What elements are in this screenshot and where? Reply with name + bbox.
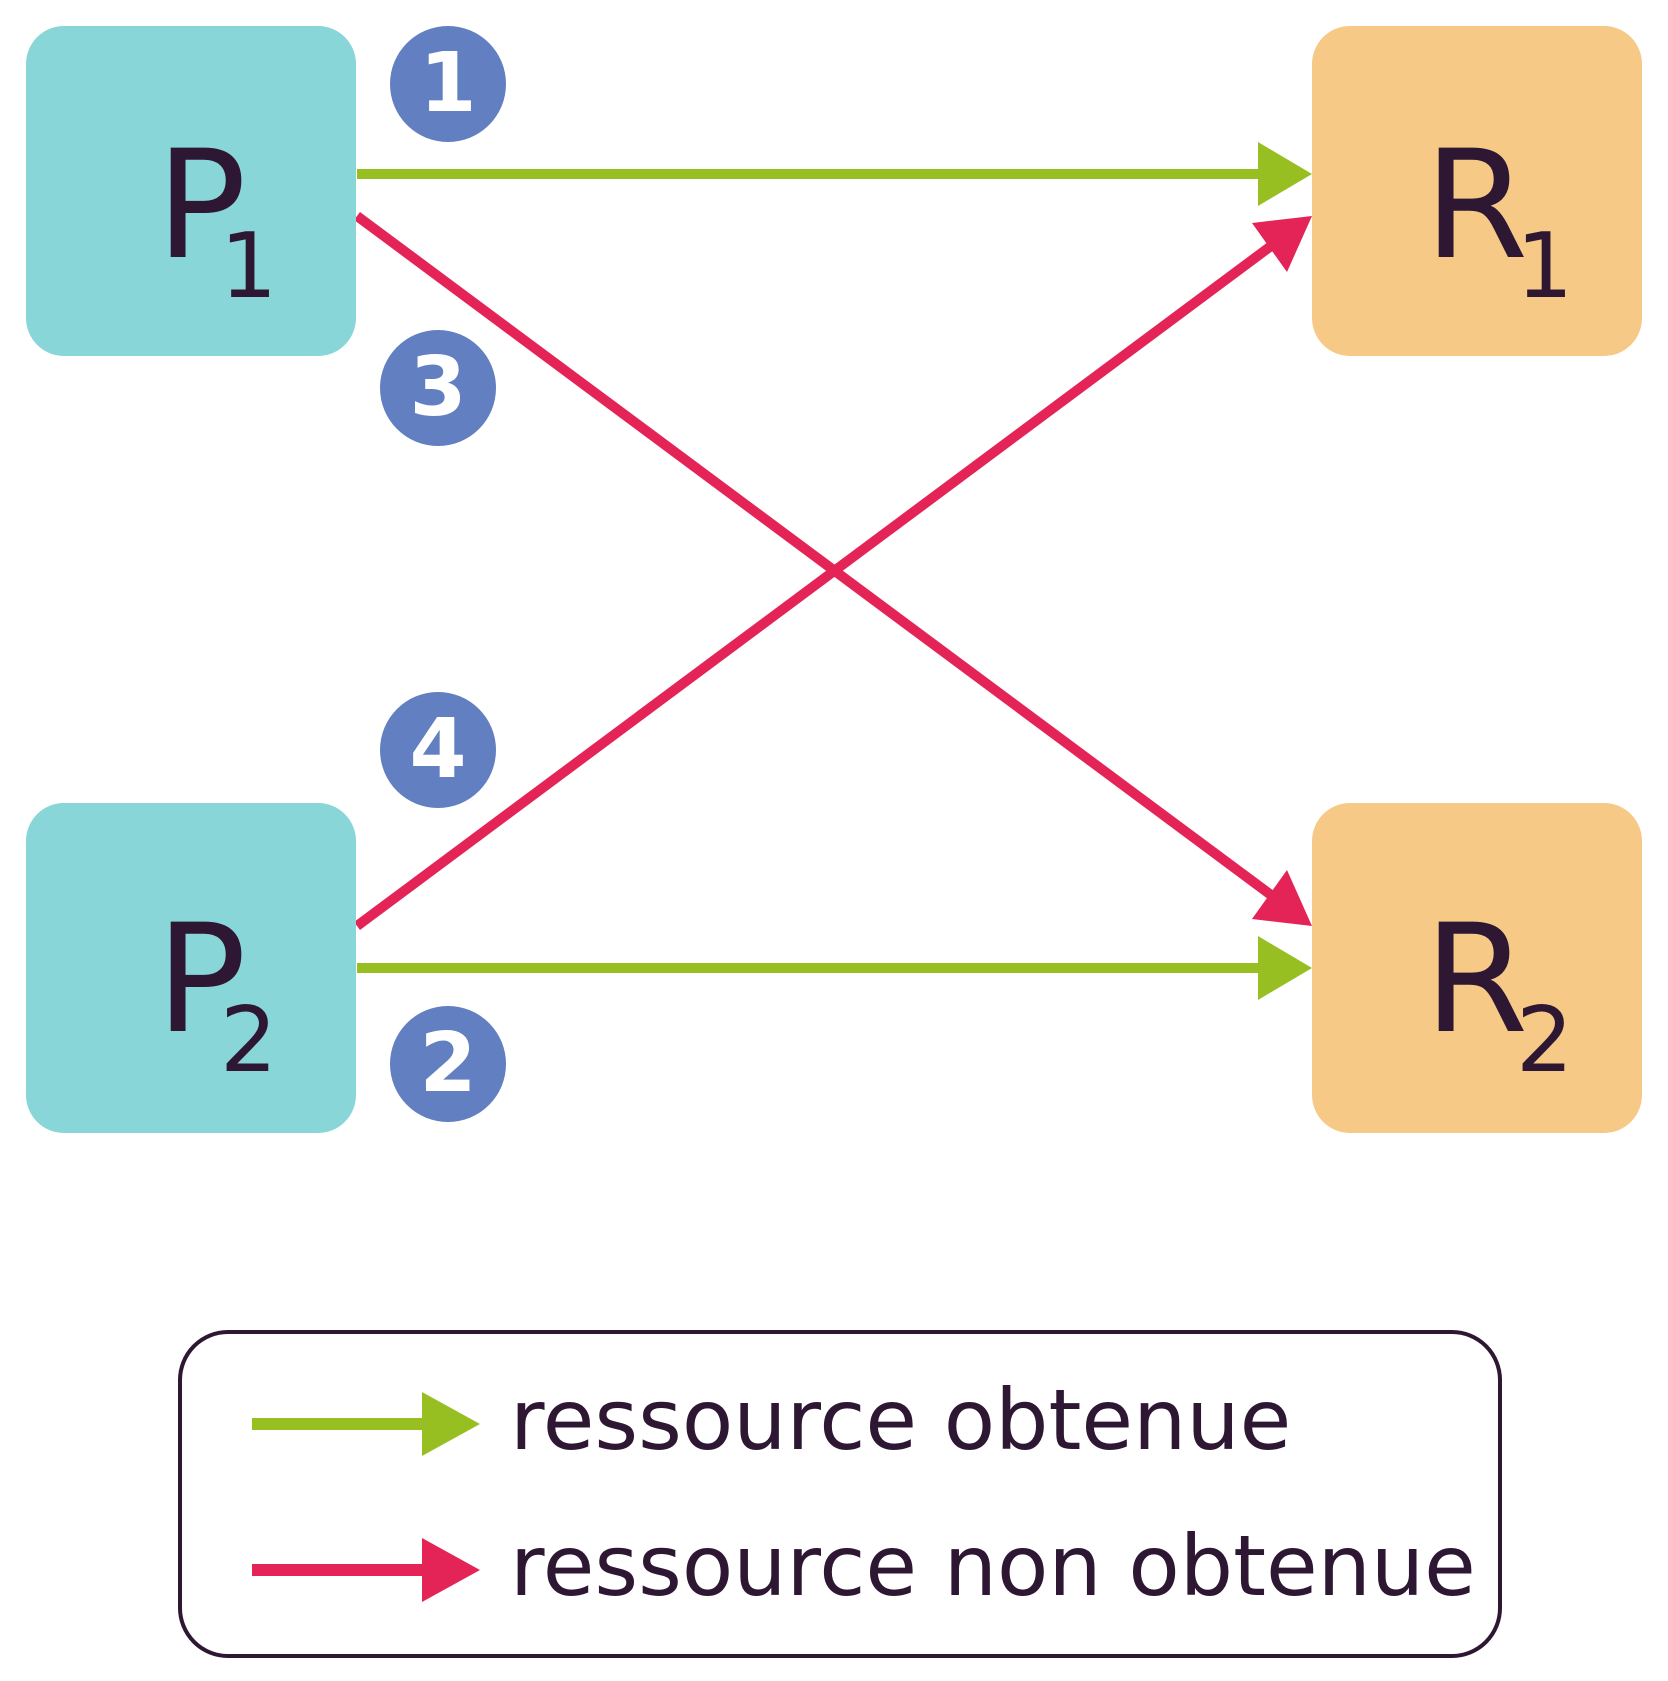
arrowhead-p1-r2 [1252, 870, 1312, 926]
edge-p2-r1-not-obtained [354, 238, 1278, 931]
process-letter: P [156, 893, 247, 1067]
resource-letter: R [1424, 119, 1529, 293]
process-subscript: 2 [220, 988, 278, 1093]
process-subscript: 1 [220, 214, 278, 319]
step-badge-2: 2 [390, 1006, 506, 1122]
process-label-p1: P 1 [26, 26, 356, 356]
step-badge-4: 4 [380, 692, 496, 808]
step-badge-1: 1 [390, 26, 506, 142]
process-label-p2: P 2 [26, 803, 356, 1133]
resource-subscript: 1 [1516, 214, 1574, 319]
resource-label-r1: R 1 [1312, 26, 1642, 356]
edge-p1-r2-not-obtained [354, 211, 1278, 903]
step-badge-3: 3 [380, 330, 496, 446]
arrowhead-p2-r1 [1252, 216, 1312, 272]
arrowhead-p2-r2 [1258, 936, 1312, 1000]
resource-node-r2: R 2 [1312, 803, 1642, 1133]
legend-label-obtained: ressource obtenue [510, 1371, 1292, 1469]
legend: ressource obtenue ressource non obtenue [178, 1330, 1502, 1658]
resource-node-r1: R 1 [1312, 26, 1642, 356]
legend-arrowhead-obtained [422, 1392, 480, 1456]
process-node-p2: P 2 [26, 803, 356, 1133]
resource-subscript: 2 [1516, 988, 1574, 1093]
arrowhead-p1-r1 [1258, 142, 1312, 206]
process-node-p1: P 1 [26, 26, 356, 356]
process-letter: P [156, 119, 247, 293]
resource-label-r2: R 2 [1312, 803, 1642, 1133]
resource-letter: R [1424, 893, 1529, 1067]
legend-arrowhead-not-obtained [422, 1538, 480, 1602]
legend-swatches [252, 1392, 480, 1602]
legend-label-not-obtained: ressource non obtenue [510, 1517, 1476, 1615]
